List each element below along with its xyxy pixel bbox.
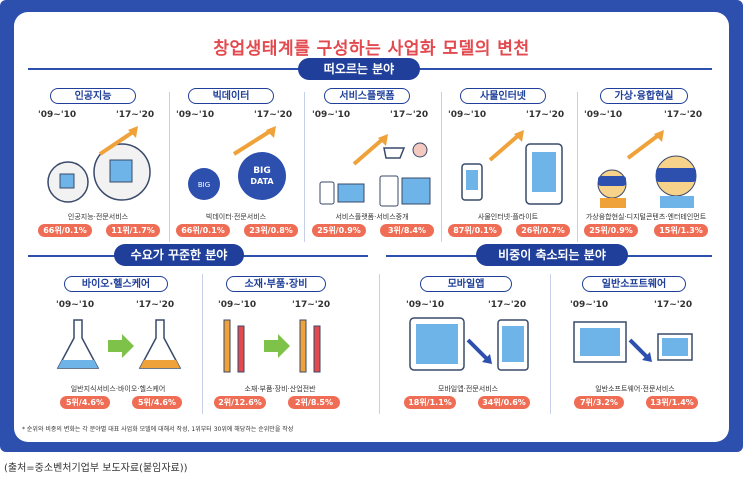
- svg-text:BIG: BIG: [198, 181, 210, 189]
- iot-phone-icon: [461, 130, 563, 205]
- page-title: 창업생태계를 구성하는 사업화 모델의 변천: [213, 39, 530, 59]
- mobile-app-icon: [409, 317, 529, 371]
- wrench-icon: [223, 319, 321, 373]
- section-rising: 떠오르는 분야: [298, 58, 420, 80]
- vr-headset-icon: [597, 130, 697, 208]
- source-caption: (출처=중소벤처기업부 보도자료(붙임자료)): [4, 463, 188, 474]
- svg-text:BIG: BIG: [253, 166, 271, 176]
- flask-icon: [56, 319, 182, 369]
- infographic-card: 창업생태계를 구성하는 사업화 모델의 변천 떠오르는 분야 인공지능 '09~…: [14, 12, 729, 442]
- bigdata-globe-icon: BIG BIG DATA: [188, 126, 286, 200]
- platform-store-icon: [319, 134, 431, 207]
- ai-head-icon: [47, 126, 151, 203]
- svg-text:DATA: DATA: [250, 177, 274, 186]
- software-screen-icon: [573, 321, 693, 363]
- section-shrinking: 비중이 축소되는 분야: [476, 244, 628, 266]
- footnote: * 순위와 비중의 변화는 각 분야별 대표 사업화 모델에 대해서 작성, 1…: [22, 426, 294, 433]
- section-steady: 수요가 꾸준한 분야: [114, 244, 244, 266]
